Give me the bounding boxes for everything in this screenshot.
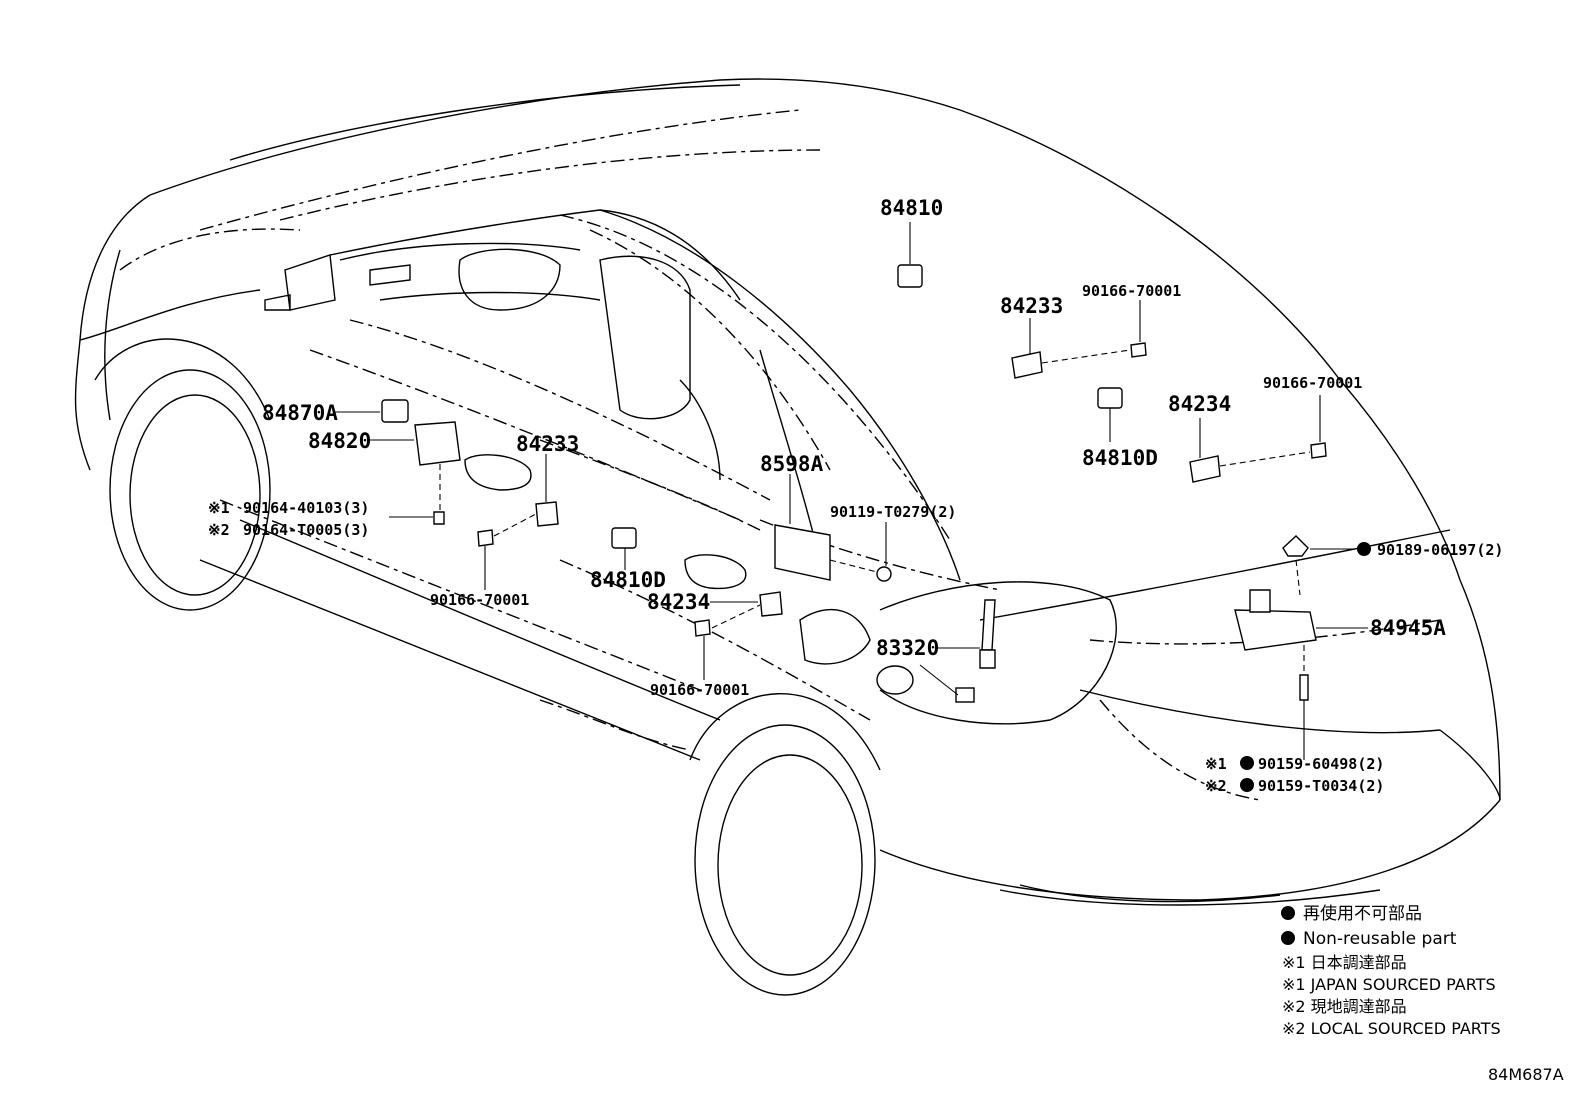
components bbox=[381, 264, 1327, 703]
label-8598A: 8598A bbox=[760, 452, 824, 476]
legend: 再使用不可部品 Non-reusable part ※1 日本調達部品 ※1 J… bbox=[1281, 903, 1501, 1038]
switch-84233-right-shape bbox=[1011, 351, 1043, 379]
sender-83320-shape bbox=[981, 599, 996, 651]
mark-2-b: ※2 bbox=[1205, 777, 1227, 795]
label-84945A: 84945A bbox=[1370, 616, 1446, 640]
bolt-bottom-shape bbox=[694, 619, 711, 637]
label-90166-70001-left: 90166-70001 bbox=[430, 591, 529, 609]
mark-1-b: ※1 bbox=[1205, 755, 1227, 773]
label-90166-70001-top: 90166-70001 bbox=[1082, 282, 1181, 300]
label-83320: 83320 bbox=[876, 636, 939, 660]
label-84233-right: 84233 bbox=[1000, 294, 1063, 318]
legend-local-en: ※2 LOCAL SOURCED PARTS bbox=[1282, 1019, 1501, 1038]
switch-84234-right-shape bbox=[1189, 455, 1221, 483]
leader-lines bbox=[334, 222, 1368, 760]
label-90119-T0279: 90119-T0279(2) bbox=[830, 503, 956, 521]
bolt-right-shape bbox=[1310, 442, 1327, 459]
switch-84810D-left-shape bbox=[611, 527, 637, 549]
label-84870A: 84870A bbox=[262, 401, 338, 425]
label-90164-40103: 90164-40103(3) bbox=[243, 499, 369, 517]
nut-90119-shape bbox=[876, 566, 892, 582]
non-reusable-dot-icon bbox=[1240, 778, 1254, 792]
label-84233-left: 84233 bbox=[516, 432, 579, 456]
label-90159-T0034: 90159-T0034(2) bbox=[1258, 777, 1384, 795]
lock-84945A-shape bbox=[1234, 609, 1317, 651]
label-84810: 84810 bbox=[880, 196, 943, 220]
clip-90189-shape bbox=[1282, 535, 1309, 557]
figure-code: 84M687A bbox=[1488, 1065, 1564, 1084]
label-84820: 84820 bbox=[308, 429, 371, 453]
switch-84233-left-shape bbox=[535, 501, 559, 527]
legend-non-reusable-ja: 再使用不可部品 bbox=[1303, 903, 1422, 924]
label-84810D-left: 84810D bbox=[590, 568, 666, 592]
label-90159-60498: 90159-60498(2) bbox=[1258, 755, 1384, 773]
legend-local-ja: ※2 現地調達部品 bbox=[1282, 997, 1407, 1016]
bolt-90159-shape bbox=[1299, 674, 1309, 701]
mark-2-a: ※2 bbox=[208, 521, 230, 539]
label-90166-70001-right: 90166-70001 bbox=[1263, 374, 1362, 392]
switch-84820-shape bbox=[414, 421, 461, 466]
part-labels: 84810 84233 90166-70001 90166-70001 8423… bbox=[208, 196, 1503, 795]
label-84234-right: 84234 bbox=[1168, 392, 1231, 416]
label-84234-left: 84234 bbox=[647, 590, 710, 614]
legend-japan-en: ※1 JAPAN SOURCED PARTS bbox=[1282, 975, 1496, 994]
legend-japan-ja: ※1 日本調達部品 bbox=[1282, 953, 1407, 972]
switch-84234-left-shape bbox=[759, 591, 783, 617]
non-reusable-dot-icon bbox=[1357, 542, 1371, 556]
bolt-top-right-shape bbox=[1130, 342, 1147, 358]
legend-dot-icon bbox=[1281, 931, 1295, 945]
label-84810D-right: 84810D bbox=[1082, 446, 1158, 470]
switch-84870A-shape bbox=[381, 399, 409, 423]
legend-non-reusable-en: Non-reusable part bbox=[1303, 929, 1457, 949]
bolt-left-shape bbox=[477, 529, 494, 547]
switch-84810D-right-shape bbox=[1097, 387, 1123, 409]
label-90164-T0005: 90164-T0005(3) bbox=[243, 521, 369, 539]
legend-dot-icon bbox=[1281, 906, 1295, 920]
label-90166-70001-bottom: 90166-70001 bbox=[650, 681, 749, 699]
car-body-outline bbox=[74, 78, 1501, 996]
module-8598A-shape bbox=[774, 524, 831, 581]
screw-84820-shape bbox=[433, 511, 445, 525]
switch-84810-shape bbox=[897, 264, 923, 288]
non-reusable-dot-icon bbox=[1240, 756, 1254, 770]
mark-1-a: ※1 bbox=[208, 499, 230, 517]
label-90189-06197: 90189-06197(2) bbox=[1377, 541, 1503, 559]
